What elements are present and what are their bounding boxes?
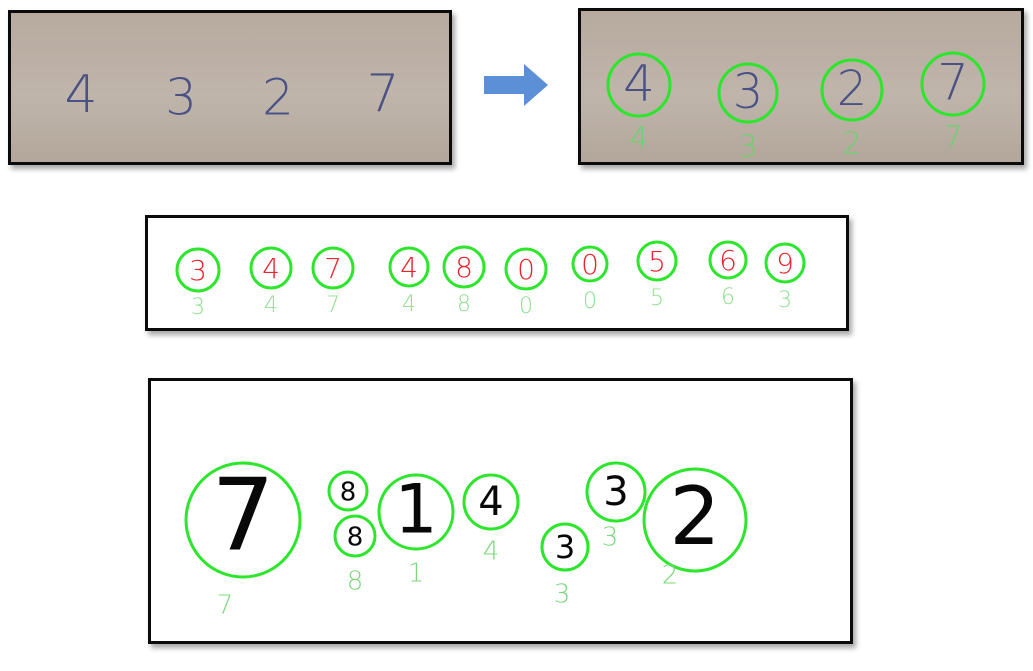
handwritten-digit: 3: [555, 528, 575, 566]
detection-circle: [708, 240, 748, 280]
handwritten-digit: 3: [603, 469, 628, 515]
arrow-right-icon: [484, 64, 548, 106]
detection-circle: [571, 245, 609, 283]
detection-circle: [333, 514, 377, 558]
detection-circle: [764, 242, 806, 284]
handwritten-digit: 1: [394, 471, 437, 550]
handwritten-digit: 4: [400, 251, 418, 284]
handwritten-digit: 9: [776, 247, 794, 280]
handwritten-digit: 8: [347, 523, 364, 553]
handwritten-digit: 7: [211, 456, 275, 573]
input-digits: 4 3 2 7: [64, 64, 399, 127]
predicted-label: 2: [662, 561, 679, 591]
predicted-label: 3: [191, 295, 205, 320]
handwritten-digit: 4: [64, 65, 97, 125]
predicted-label: 3: [602, 523, 619, 553]
predicted-label: 7: [943, 121, 962, 156]
detection-circle: [327, 470, 369, 512]
predicted-label: 3: [738, 130, 757, 165]
handwritten-digit: 8: [455, 251, 473, 284]
detection-circle: [388, 246, 430, 288]
detection-circle: [540, 522, 590, 572]
handwritten-digit: 7: [937, 54, 969, 112]
detection-circle: [175, 247, 221, 293]
handwritten-digit: 4: [262, 252, 280, 285]
handwritten-digit: 0: [517, 253, 535, 286]
handwritten-digit: 0: [581, 248, 599, 281]
red-digits-panel: 3 3 4 4 7 7 4 4 8 8 0 0 0 0 5 5 6 6 9 3: [145, 215, 849, 331]
predicted-label: 4: [629, 122, 648, 157]
predicted-label: 5: [650, 286, 664, 311]
predicted-label: 0: [519, 294, 533, 319]
red-recognized-digits: 3 3 4 4 7 7 4 4 8 8 0 0 0 0 5 5 6 6 9 3: [175, 240, 806, 320]
detection-circle: [249, 246, 293, 290]
predicted-label: 1: [408, 559, 425, 589]
recognized-photo-panel: 4 4 3 3 2 2 7 7: [578, 8, 1024, 165]
detection-circle: [920, 51, 986, 117]
handwritten-digit: 4: [478, 479, 503, 525]
detection-circle: [820, 58, 884, 122]
predicted-label: 8: [457, 292, 471, 317]
detection-circle: [442, 245, 486, 289]
predicted-label: 3: [554, 580, 571, 610]
detection-circle: [642, 467, 748, 573]
handwritten-digit: 3: [165, 69, 197, 127]
predicted-label: 0: [583, 289, 597, 314]
detection-circle: [585, 461, 647, 523]
predicted-label: 7: [217, 591, 234, 621]
predicted-label: 6: [721, 285, 735, 310]
handwritten-digit: 2: [837, 61, 868, 117]
handwritten-digit: 8: [340, 478, 357, 508]
handwritten-digit: 2: [670, 470, 721, 563]
detection-circle: [462, 473, 520, 531]
handwritten-digit: 5: [648, 245, 666, 278]
predicted-label: 4: [402, 292, 416, 317]
handwritten-digit: 4: [623, 55, 655, 113]
predicted-label: 4: [264, 293, 278, 318]
detection-circle: [311, 246, 355, 290]
predicted-label: 3: [778, 288, 792, 313]
detection-circle: [606, 52, 672, 118]
detection-circle: [636, 240, 678, 282]
detection-circle: [184, 461, 302, 579]
predicted-label: 7: [326, 293, 340, 318]
handwritten-digit: 2: [262, 69, 294, 127]
detection-circle: [377, 473, 455, 551]
predicted-label: 4: [483, 537, 500, 567]
handwritten-digit: 7: [366, 64, 399, 124]
handwritten-digit: 7: [324, 252, 342, 285]
predicted-label: 8: [347, 567, 364, 597]
predicted-label: 2: [842, 127, 861, 162]
input-photo-panel: 4 3 2 7: [8, 10, 452, 165]
detection-circle: [717, 62, 779, 124]
handwritten-digit: 3: [189, 254, 207, 287]
handwritten-digit: 6: [719, 244, 737, 277]
recognized-digits: 4 4 3 3 2 2 7 7: [606, 51, 986, 165]
detection-circle: [504, 247, 548, 291]
handwritten-digit: 3: [733, 64, 764, 120]
